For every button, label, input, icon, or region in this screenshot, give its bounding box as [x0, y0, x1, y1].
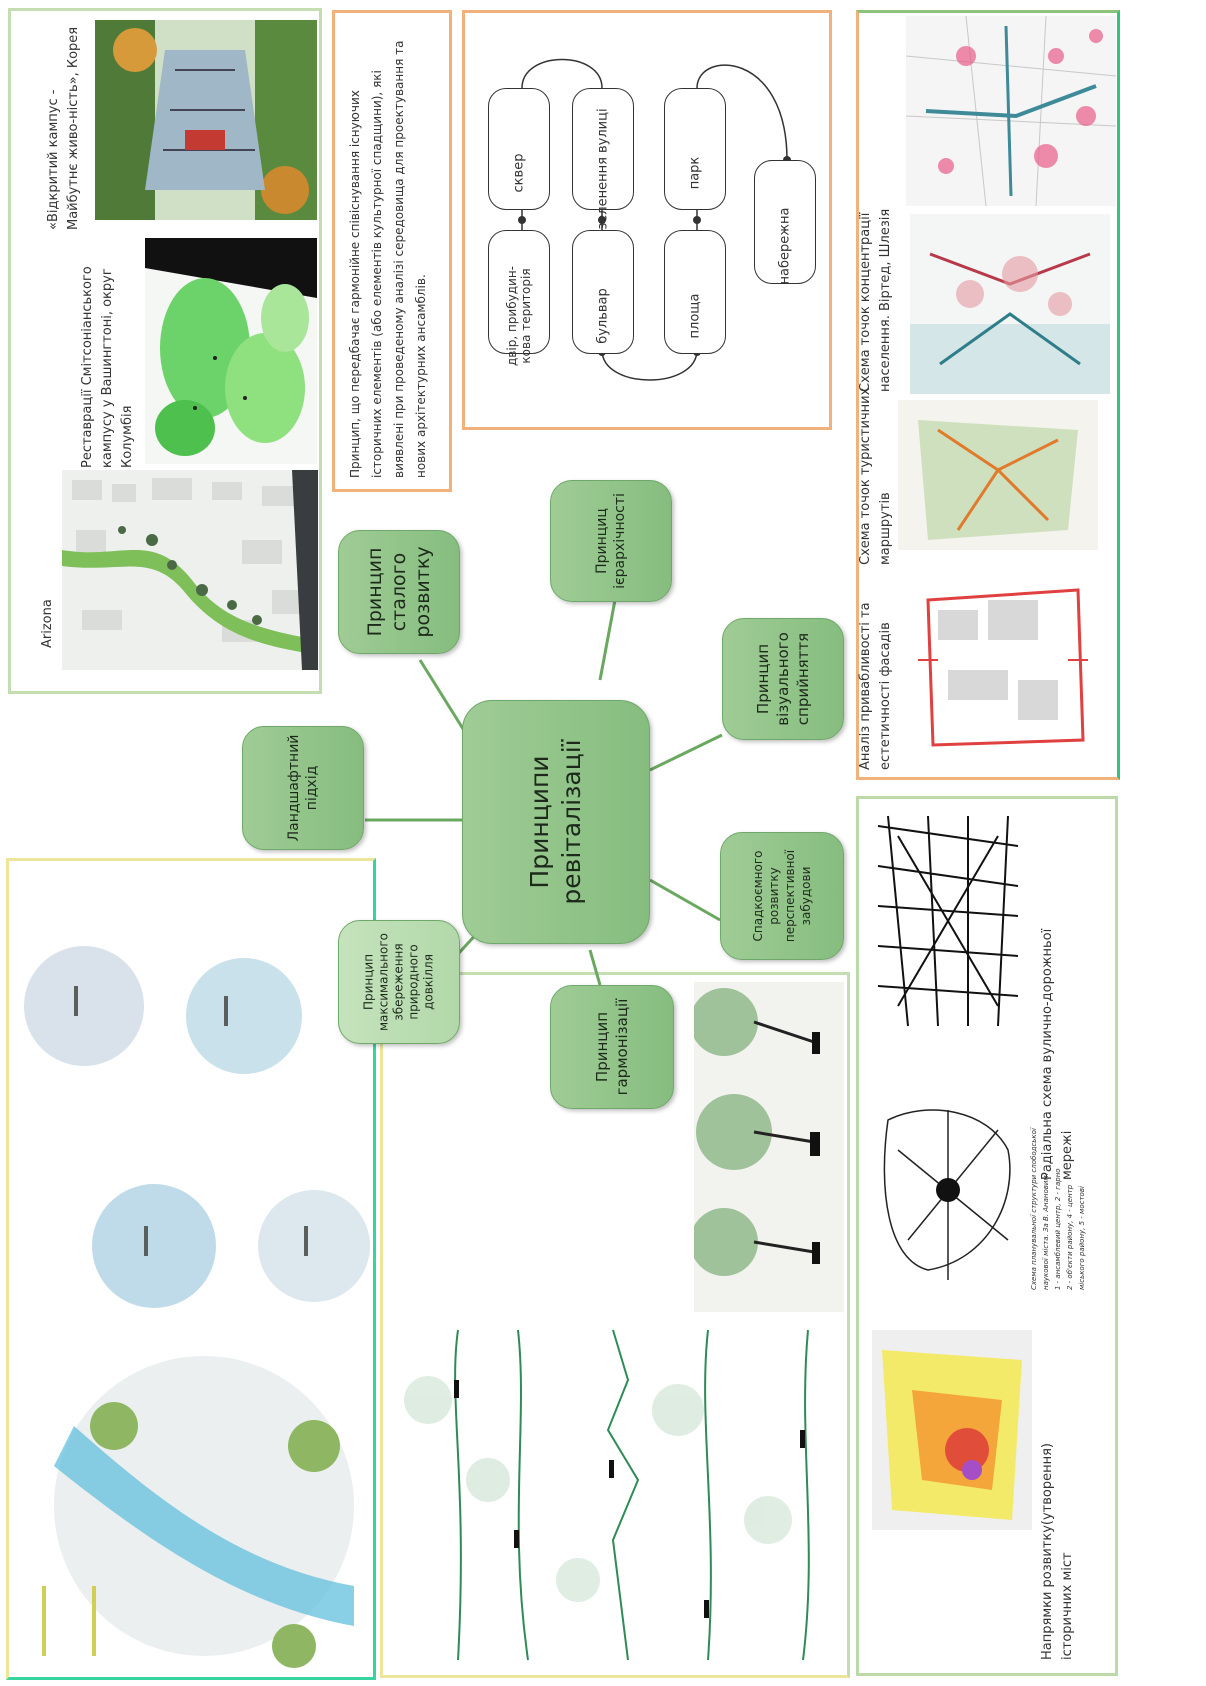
- center-line-1: Принципи: [525, 755, 554, 889]
- center-line-2: ревіталізації: [557, 739, 586, 905]
- tourist-route-map: [898, 400, 1098, 550]
- population-concentration-map: [906, 16, 1116, 206]
- facade-analysis-diagram: [908, 570, 1098, 760]
- harmony-description-box: [332, 10, 452, 492]
- principle-heritage-node: Спадкоємного розвитку перспективної забу…: [720, 832, 844, 960]
- smithsonian-image: [145, 238, 317, 464]
- tree-photo-section: [694, 982, 844, 1312]
- principle-landscape-node: Ландшафтний підхід: [242, 726, 364, 850]
- analysis-panel: [856, 10, 1120, 780]
- flow-node-embankment: набережна: [754, 160, 816, 285]
- population-route-map: [910, 214, 1110, 394]
- flow-node-plaza: площа: [664, 230, 726, 354]
- korea-campus-image: [95, 20, 317, 220]
- reference-images-panel: [8, 8, 322, 694]
- principle-hierarchy-node: Принциц ієрархічності: [550, 480, 672, 602]
- public-space-collage-panel: [6, 858, 376, 1680]
- central-principles-node: Принципи ревіталізації: [462, 700, 650, 944]
- planning-structure-map: [868, 1090, 1028, 1290]
- flow-node-street-greening: озеленення вулиці: [572, 88, 634, 238]
- principle-harmony-node: Принцип гармонізації: [550, 985, 674, 1109]
- city-maps-panel: [856, 796, 1118, 1676]
- landscape-sections-panel: [380, 972, 850, 1678]
- radial-street-map: [868, 806, 1028, 1036]
- green-space-flow-panel: [462, 10, 832, 430]
- historic-development-map: [872, 1330, 1032, 1530]
- flow-node-boulevard: бульвар: [572, 230, 634, 354]
- principle-visual-node: Принцип візуального сприйняття: [722, 618, 844, 740]
- flow-node-yard: двір, прибудин- кова територія: [488, 230, 550, 366]
- principle-sustainable-node: Принцип сталого розвитку: [338, 530, 460, 654]
- public-space-collage: [14, 866, 370, 1672]
- arizona-aerial-image: [62, 470, 318, 670]
- flow-node-square: сквер: [488, 88, 550, 210]
- principle-nature-node: Принцип максимального збереження природн…: [338, 920, 460, 1044]
- landscape-section-drawings: [388, 1320, 843, 1670]
- flow-node-park: парк: [664, 88, 726, 210]
